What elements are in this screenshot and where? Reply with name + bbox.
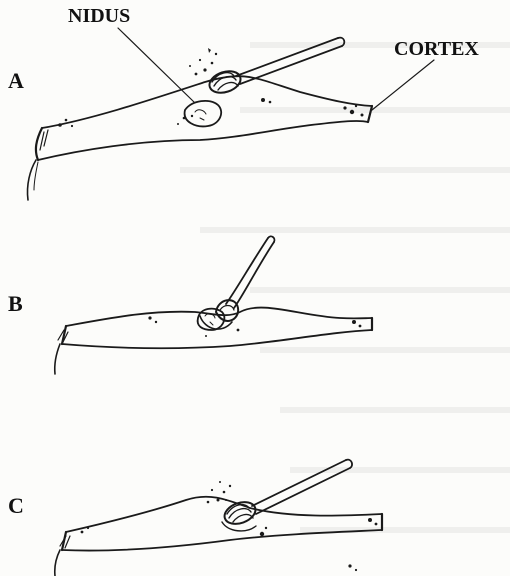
panel-c-label: C — [8, 493, 24, 518]
cortex-leader-line — [372, 60, 434, 110]
cortex-label: CORTEX — [394, 38, 479, 60]
panel-b: B — [8, 236, 372, 374]
nidus-label: NIDUS — [68, 5, 130, 27]
bone-specks-c — [81, 518, 378, 571]
cortex-slab-c — [55, 497, 382, 576]
panel-b-label: B — [8, 291, 23, 316]
paper-texture — [180, 45, 510, 530]
nidus-leader-line — [118, 28, 194, 102]
cortex-slab-a — [27, 76, 372, 200]
panel-a-label: A — [8, 68, 24, 93]
panel-c: C — [8, 460, 382, 576]
bone-fragments-a — [189, 48, 217, 75]
nidus-lesion-a — [185, 101, 222, 127]
cortex-slab-b — [55, 308, 372, 374]
